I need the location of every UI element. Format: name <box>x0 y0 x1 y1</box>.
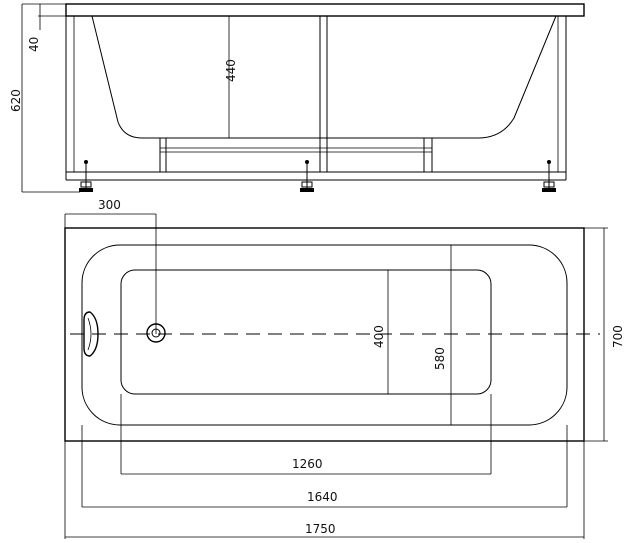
overflow-offset-label: 300 <box>98 198 121 212</box>
tub-inner-rim <box>81 244 568 426</box>
tub-body-profile <box>91 15 557 139</box>
tub-bottom-area <box>120 269 492 395</box>
overall-length-label: 1750 <box>305 522 336 536</box>
top-view: 300 700 400 580 1260 1640 1750 <box>64 198 625 539</box>
bottom-length-label: 1260 <box>292 457 323 471</box>
overall-width-label: 700 <box>611 325 625 348</box>
inner-length-label: 1640 <box>307 490 338 504</box>
total-height-label: 620 <box>9 89 23 112</box>
overflow-icon <box>83 311 99 357</box>
inner-width-label: 580 <box>433 347 447 370</box>
rim-height-label: 40 <box>27 37 41 52</box>
adjustable-foot-left <box>79 160 93 192</box>
adjustable-foot-right <box>542 160 556 192</box>
adjustable-foot-center <box>300 160 314 192</box>
depth-label: 440 <box>224 59 238 82</box>
bottom-width-label: 400 <box>372 325 386 348</box>
side-view: 40 620 440 <box>9 3 585 193</box>
tub-rim <box>65 3 585 17</box>
